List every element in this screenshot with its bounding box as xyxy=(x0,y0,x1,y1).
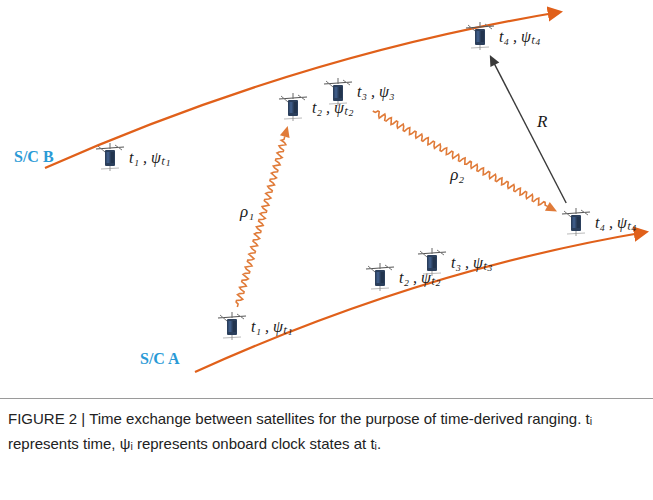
satellite-icon xyxy=(463,19,497,53)
satellite-node: t₄ , ψₜ₄ xyxy=(463,19,543,53)
edge-label: ρ₂ xyxy=(448,165,466,185)
satellite-icon xyxy=(276,90,310,124)
time-clock-label: t₄ , ψₜ₄ xyxy=(593,211,639,233)
satellite-node: t₃ , ψ₃ xyxy=(321,75,397,109)
arrow-head xyxy=(545,202,557,212)
time-clock-label: t₁ , ψₜ₁ xyxy=(249,315,295,337)
signal-wave xyxy=(236,126,289,307)
satellite-icon xyxy=(93,140,127,174)
satellite-icon xyxy=(415,245,449,279)
arrow-head xyxy=(280,126,290,138)
caption-rule xyxy=(0,398,653,399)
orbit-b xyxy=(45,12,560,168)
time-clock-label: t₃ , ψ₃ xyxy=(355,83,397,101)
edge-label: ρ₁ xyxy=(238,202,256,222)
arrow-head xyxy=(490,55,499,67)
satellite-icon xyxy=(321,75,355,109)
satellite-icon xyxy=(559,205,593,239)
time-clock-label: t₄ , ψₜ₄ xyxy=(497,25,543,47)
figure-caption: FIGURE 2 | Time exchange between satelli… xyxy=(8,406,638,456)
satellite-node: t₂ , ψₜ₂ xyxy=(276,90,356,124)
edge-label: R xyxy=(535,112,549,132)
satellite-node: t₁ , ψₜ₁ xyxy=(93,140,173,174)
satellite-node: t₄ , ψₜ₄ xyxy=(559,205,639,239)
time-clock-label: t₃ , ψₜ₃ xyxy=(449,251,495,273)
orbit-a xyxy=(195,232,646,372)
signal-wave xyxy=(373,111,557,212)
satellite-node: t₃ , ψₜ₃ xyxy=(415,245,495,279)
spacecraft-label: S/C B xyxy=(14,148,54,166)
time-clock-label: t₂ , ψₜ₂ xyxy=(310,96,356,118)
satellite-icon xyxy=(215,309,249,343)
satellite-node: t₁ , ψₜ₁ xyxy=(215,309,295,343)
spacecraft-label: S/C A xyxy=(140,350,180,368)
range-line xyxy=(490,55,566,203)
satellite-icon xyxy=(363,260,397,294)
time-clock-label: t₁ , ψₜ₁ xyxy=(127,146,173,168)
